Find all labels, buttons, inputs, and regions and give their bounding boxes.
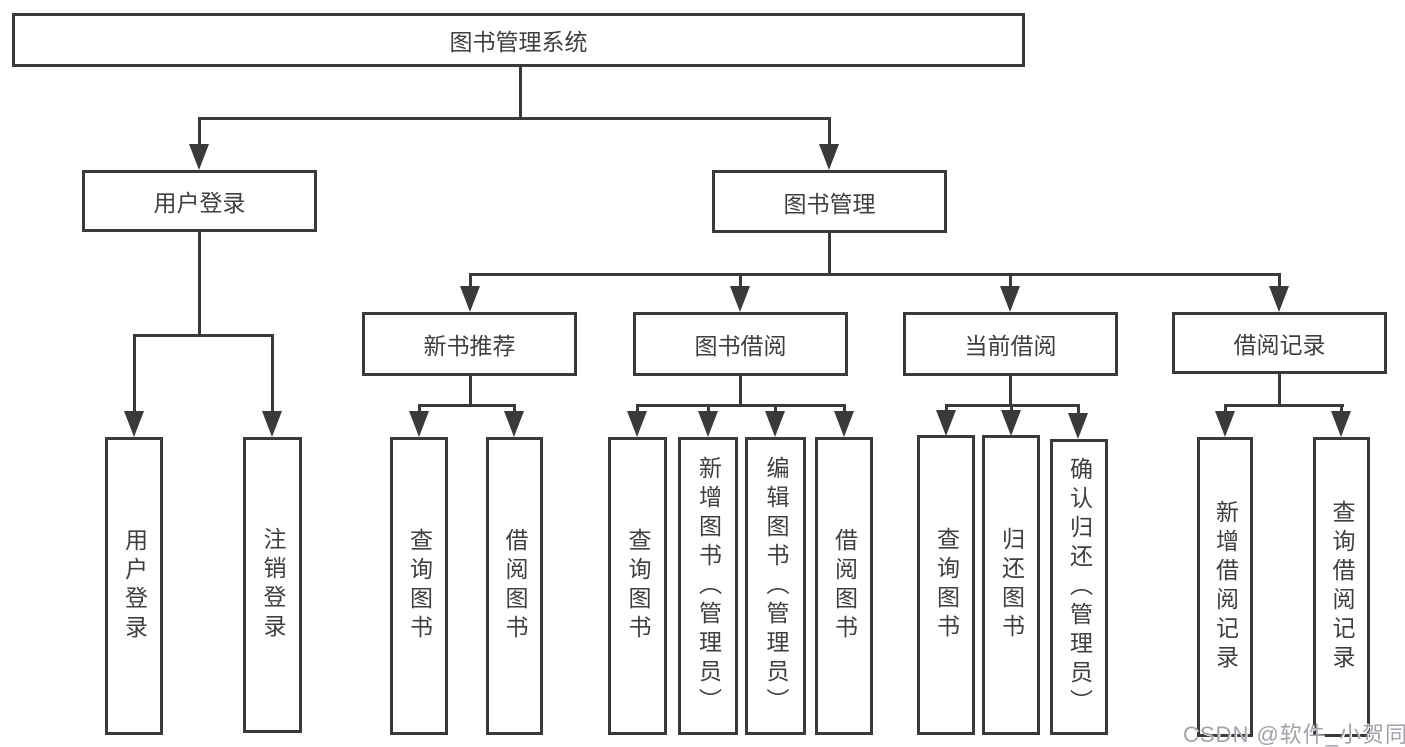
leaf-add-book-admin: 新增图书（管理员） [678,437,738,735]
connector-line [469,274,472,294]
leaf-query-books-borrow: 查询图书 [608,437,667,735]
node-label: 图书管理系统 [449,29,588,55]
leaf-logout: 注销登录 [243,437,302,733]
node-book-management: 图书管理 [712,170,947,233]
arrow-down-icon [1001,410,1021,436]
connector-line [418,404,516,407]
node-current-borrow: 当前借阅 [903,312,1118,376]
node-label: 图书管理 [783,190,876,217]
connector-line [469,273,1281,276]
arrow-down-icon [1215,411,1235,437]
arrow-down-icon [262,411,282,437]
connector-line [1224,404,1344,407]
node-label: 编辑图书（管理员） [763,455,789,717]
node-label: 查询借阅记录 [1329,500,1355,674]
arrow-down-icon [1000,286,1020,312]
leaf-edit-book-admin: 编辑图书（管理员） [745,437,806,735]
connector-line [1278,374,1281,406]
node-label: 用户登录 [121,528,148,644]
node-label: 新书推荐 [423,333,516,359]
watermark: CSDN @软件_小贺同学 [1183,722,1405,747]
connector-line [519,67,522,118]
leaf-query-books-current: 查询图书 [917,435,975,735]
connector-line [739,376,742,406]
node-borrow-records: 借阅记录 [1172,312,1387,374]
leaf-return-book: 归还图书 [982,435,1040,735]
node-label: 新增借阅记录 [1212,500,1239,674]
connector-line [636,404,846,407]
arrow-down-icon [627,411,647,437]
arrow-down-icon [730,286,750,312]
node-label: 借阅记录 [1233,332,1326,358]
arrow-down-icon [698,411,718,437]
node-label: 借阅图书 [831,528,858,644]
connector-line [828,118,831,150]
node-label: 图书借阅 [694,333,787,359]
arrow-down-icon [409,411,429,437]
leaf-confirm-return-admin: 确认归还（管理员） [1050,439,1108,735]
leaf-borrow-books-borrow: 借阅图书 [815,437,873,735]
arrow-down-icon [504,411,524,437]
node-label: 归还图书 [998,527,1025,643]
node-user-login: 用户登录 [82,170,317,232]
node-label: 查询图书 [406,528,433,644]
arrow-down-icon [936,410,956,436]
connector-line [1009,274,1012,294]
connector-line [1278,274,1281,294]
arrow-down-icon [189,144,209,170]
leaf-add-borrow-record: 新增借阅记录 [1197,437,1253,737]
arrow-down-icon [460,286,480,312]
connector-line [198,118,201,150]
connector-line [198,232,201,335]
connector-line [739,274,742,294]
connector-line [133,334,274,337]
arrow-down-icon [1269,286,1289,312]
node-label: 当前借阅 [964,333,1057,359]
connector-line [271,335,274,419]
connector-line [1009,376,1012,406]
connector-line [469,376,472,406]
node-label: 用户登录 [153,190,246,216]
node-library-management-system: 图书管理系统 [12,13,1025,67]
node-label: 借阅图书 [502,528,528,644]
arrow-down-icon [1331,411,1351,437]
arrow-down-icon [124,411,144,437]
connector-line [133,335,136,419]
arrow-down-icon [834,411,854,437]
connector-line [198,117,831,120]
leaf-user-login: 用户登录 [105,437,163,735]
connector-line [828,233,831,274]
node-label: 注销登录 [260,527,286,643]
leaf-query-books-recommend: 查询图书 [390,437,448,735]
arrow-down-icon [765,411,785,437]
node-label: 查询图书 [625,528,651,644]
leaf-query-borrow-record: 查询借阅记录 [1313,437,1370,737]
node-book-borrow: 图书借阅 [633,312,848,376]
node-label: 查询图书 [933,527,960,643]
arrow-down-icon [1068,413,1088,439]
arrow-down-icon [819,144,839,170]
node-label: 新增图书（管理员） [695,455,722,717]
node-new-book-recommend: 新书推荐 [362,312,577,376]
leaf-borrow-books-recommend: 借阅图书 [486,437,543,735]
node-label: 确认归还（管理员） [1066,456,1093,718]
